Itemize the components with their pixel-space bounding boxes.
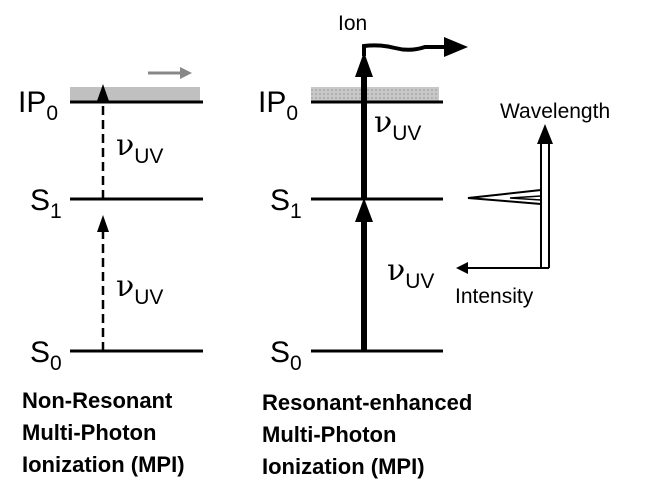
left-upper-photon-label: νUV [116,128,163,168]
left-lower-arrowhead-icon [97,215,109,232]
right-s0-label: S0 [270,336,302,375]
left-diagram: IP0 S1 S0 νUV νUV Non-Resonant Multi-Pho… [18,67,203,477]
right-upper-photon-label: νUV [374,105,421,145]
ion-path [362,43,446,56]
resonance-peak-inner [509,195,542,201]
right-caption-line-1: Resonant-enhanced [262,390,472,415]
wavelength-label: Wavelength [500,100,610,123]
right-diagram: Ion IP0 S1 S0 νUV νUV Resonant-enhanced … [258,12,472,479]
left-ip-label: IP0 [18,86,58,125]
right-caption-line-2: Multi-Photon [262,422,396,447]
left-continuum-band [70,87,200,101]
left-lower-photon-label: νUV [116,269,163,309]
right-ip-label: IP0 [258,86,298,125]
right-lower-photon-label: νUV [387,253,434,293]
intensity-label: Intensity [455,285,534,308]
left-continuum-arrow-icon [148,67,192,79]
left-upper-arrowhead-icon [97,84,109,101]
right-caption-line-3: Ionization (MPI) [262,454,425,479]
right-upper-arrowhead-icon [355,52,373,77]
left-s1-label: S1 [30,184,62,223]
left-s0-label: S0 [30,336,62,375]
spectrum-inset: Wavelength Intensity [455,100,610,308]
right-lower-arrowhead-icon [355,198,373,222]
right-s1-label: S1 [270,184,302,223]
left-caption-line-3: Ionization (MPI) [22,452,185,477]
intensity-arrowhead-icon [456,262,468,274]
left-caption-line-2: Multi-Photon [22,420,156,445]
left-caption-line-1: Non-Resonant [22,388,173,413]
ion-label: Ion [338,12,367,35]
ion-arrowhead-icon [444,37,468,57]
wavelength-arrowhead-icon [537,124,553,144]
resonance-peak [467,189,542,205]
